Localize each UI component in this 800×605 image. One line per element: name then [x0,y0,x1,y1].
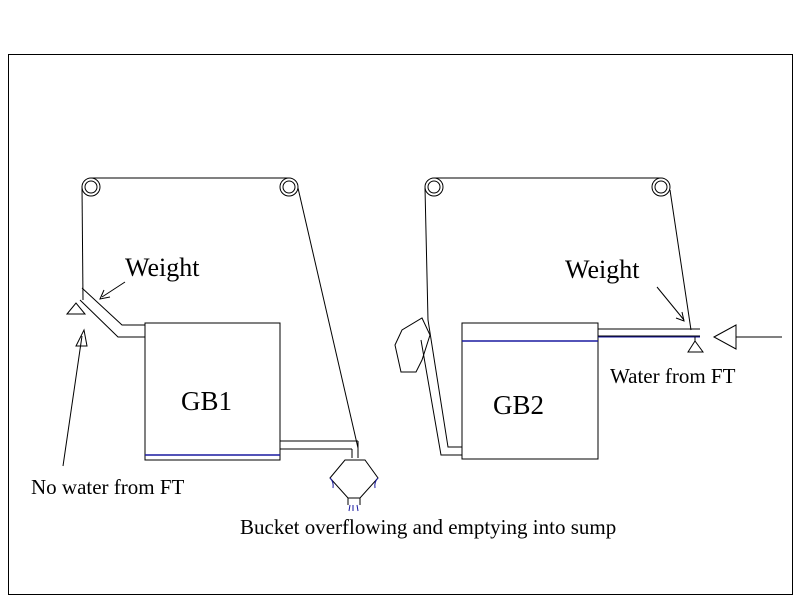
left-system [62,177,379,512]
outer-frame [8,54,793,595]
pulley-left-2 [279,177,299,197]
overflow-drips [329,477,379,512]
pulley-right-1 [424,177,444,197]
label-water: Water from FT [610,364,736,388]
no-water-arrow [62,335,83,467]
pipe-feed-left [81,287,145,326]
label-gb1: GB1 [181,386,232,416]
label-gb2: GB2 [493,390,544,420]
right-system [394,177,782,460]
label-weight-right: Weight [565,255,640,284]
cable-right-down [297,187,359,449]
pulley-left-1 [81,177,101,197]
label-weight-left: Weight [125,253,200,282]
label-bucket: Bucket overflowing and emptying into sum… [240,515,616,539]
bucket [329,459,379,505]
pulley-right-2 [651,177,671,197]
cable-left-down [81,185,84,301]
nozzle-right [687,340,704,353]
cable-left-side [424,187,462,448]
box-gb1 [144,322,281,461]
counterweight-right [394,317,431,373]
label-no-water: No water from FT [31,475,185,499]
box-gb2 [461,322,599,460]
nozzle-left [65,302,87,315]
inflow-arrow-head [712,324,737,350]
weight-arrow-left [101,281,126,298]
weight-arrow-right [656,286,685,321]
cable-right-side [669,189,692,331]
